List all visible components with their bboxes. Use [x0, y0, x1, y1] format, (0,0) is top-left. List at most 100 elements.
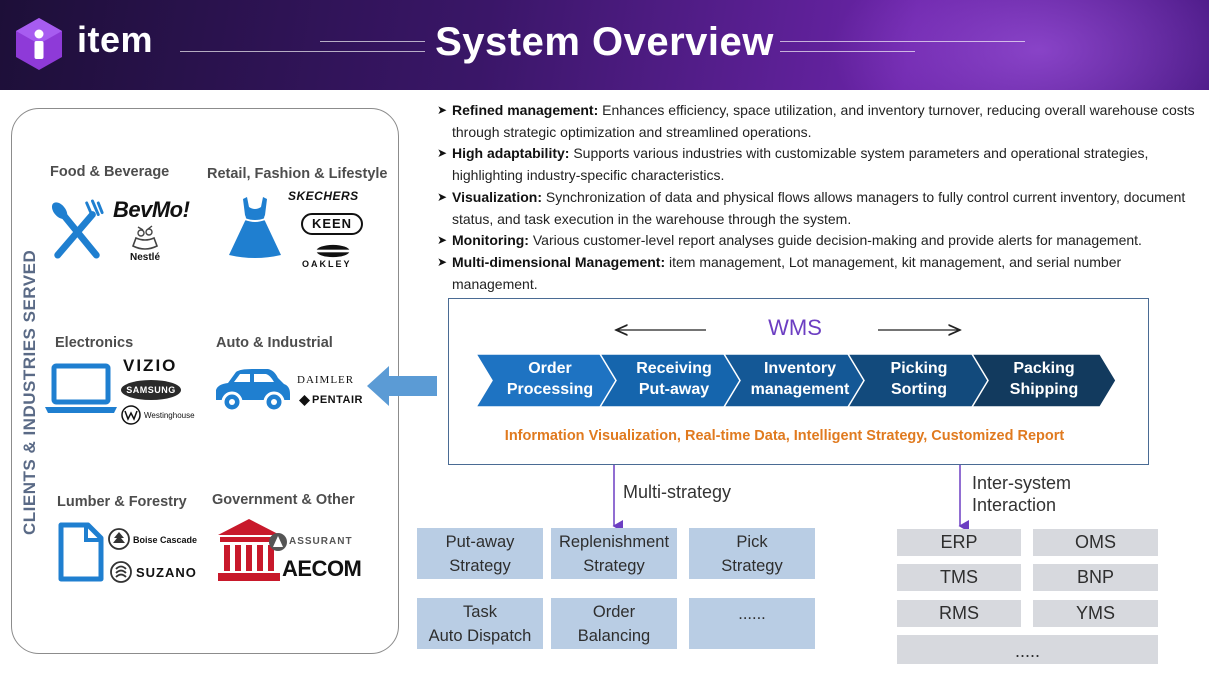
bullet-monitoring: ➤ Monitoring: Various customer-level rep…	[437, 230, 1207, 252]
step-line2: management	[750, 381, 850, 398]
clients-panel	[11, 108, 399, 654]
category-electronics: Electronics	[55, 335, 134, 351]
bullet-title: Refined management:	[452, 102, 599, 118]
tile-line2: Balancing	[577, 626, 651, 645]
tile-line1: ......	[738, 605, 766, 623]
tile-line1: Order	[592, 602, 636, 621]
brand-samsung: SAMSUNG	[121, 380, 181, 400]
tile-line1: Replenishment	[558, 532, 670, 551]
car-icon	[216, 369, 290, 413]
brand-pentair: PENTAIR	[312, 394, 363, 406]
header-rule-left	[180, 51, 425, 52]
system-more: .....	[897, 635, 1158, 664]
brand-nestle: Nestlé	[130, 252, 161, 263]
tile-line2: Strategy	[583, 556, 645, 575]
tile-more: ......	[689, 598, 815, 649]
brand-bevmo: BevMo!	[113, 197, 190, 222]
dress-icon	[229, 197, 281, 258]
left-arrow-icon	[367, 366, 437, 406]
step-line2: Put-away	[638, 381, 710, 398]
step-order-processing: Order Processing	[496, 358, 604, 400]
wms-tagline: Information Visualization, Real-time Dat…	[504, 428, 1065, 444]
step-line1: Receiving	[636, 360, 712, 377]
tile-line1: Put-away	[445, 532, 515, 551]
brand-suzano: SUZANO	[136, 565, 197, 580]
bullet-text: Synchronization of data and physical flo…	[452, 188, 1186, 227]
step-line1: Picking	[890, 360, 948, 377]
category-retail: Retail, Fashion & Lifestyle	[207, 166, 388, 182]
brand-daimler: DAIMLER	[297, 374, 355, 386]
system-yms: YMS	[1033, 600, 1158, 627]
bullet-text: Supports various industries with customi…	[452, 145, 1149, 184]
bullet-title: High adaptability:	[452, 145, 570, 162]
bullet-title: Monitoring:	[452, 232, 529, 249]
system-tms: TMS	[897, 564, 1021, 591]
step-picking-sorting: Picking Sorting	[866, 358, 972, 400]
tile-line2: Strategy	[449, 556, 511, 575]
header-rule-right-top	[780, 41, 1025, 42]
category-food-beverage: Food & Beverage	[50, 164, 170, 180]
boise-cascade-icon	[108, 528, 130, 550]
multi-strategy-label: Multi-strategy	[623, 482, 732, 502]
brand-keen: KEEN	[301, 213, 363, 235]
step-line2: Processing	[506, 381, 594, 398]
tile-line1: Task	[463, 602, 497, 621]
inter-system-label-line1: Inter-system	[972, 473, 1072, 493]
bullet-text: Enhances efficiency, space utilization, …	[452, 102, 1195, 140]
page-title: System Overview	[435, 20, 774, 64]
laptop-icon	[45, 363, 117, 413]
pentair-mark-icon	[299, 395, 310, 406]
brand-skechers: SKECHERS	[288, 189, 359, 203]
feature-bullets: ➤ Refined management: Enhances efficienc…	[437, 100, 1207, 295]
tile-line1: Pick	[736, 532, 768, 551]
category-lumber-forestry: Lumber & Forestry	[57, 494, 187, 510]
bullet-arrow-icon: ➤	[437, 189, 448, 204]
courthouse-icon	[218, 519, 280, 581]
bullet-high-adaptability: ➤ High adaptability: Supports various in…	[437, 143, 1207, 186]
system-bnp: BNP	[1033, 564, 1158, 591]
nestle-nest-icon	[131, 225, 159, 250]
brand-boise-cascade: Boise Cascade	[133, 535, 198, 545]
bullet-text: item management, Lot management, kit man…	[452, 253, 1122, 292]
brand-oakley: OAKLEY	[302, 259, 352, 269]
system-erp: ERP	[897, 529, 1021, 556]
brand-westinghouse: Westinghouse	[144, 411, 195, 420]
system-rms: RMS	[897, 600, 1021, 627]
tile-line2: Strategy	[721, 556, 783, 575]
step-receiving-putaway: Receiving Put-away	[620, 358, 728, 400]
category-auto-industrial: Auto & Industrial	[216, 335, 333, 351]
bullet-arrow-icon: ➤	[437, 103, 448, 117]
suzano-icon	[110, 561, 132, 583]
brand-aecom: AECOM	[282, 556, 362, 581]
bullet-title: Visualization:	[452, 188, 542, 205]
bullet-arrow-icon: ➤	[437, 233, 448, 248]
item-logo-icon	[16, 18, 62, 70]
bullet-multi-dimensional: ➤ Multi-dimensional Management: item man…	[437, 252, 1207, 295]
fork-knife-icon	[51, 199, 104, 259]
system-oms: OMS	[1033, 529, 1158, 556]
header-banner: item System Overview	[0, 0, 1209, 90]
step-line1: Inventory	[763, 360, 836, 377]
category-government-other: Government & Other	[212, 492, 355, 508]
inter-system-label-line2: Interaction	[972, 495, 1057, 515]
step-packing-shipping: Packing Shipping	[990, 358, 1098, 400]
bullet-arrow-icon: ➤	[437, 146, 448, 161]
header-glow	[829, 0, 1209, 90]
tile-line2: Auto Dispatch	[428, 626, 532, 645]
bullet-text: Various customer-level report analyses g…	[528, 232, 1142, 249]
inter-system-label: Inter-system Interaction	[972, 472, 1071, 516]
wms-chevrons	[474, 353, 1117, 408]
step-line2: Shipping	[1009, 381, 1079, 398]
bullet-visualization: ➤ Visualization: Synchronization of data…	[437, 187, 1207, 230]
bullet-arrow-icon: ➤	[437, 254, 448, 269]
brand-name: item	[77, 19, 154, 60]
wms-title: WMS	[768, 315, 822, 340]
step-line1: Packing	[1013, 360, 1075, 377]
step-line1: Order	[528, 360, 572, 377]
